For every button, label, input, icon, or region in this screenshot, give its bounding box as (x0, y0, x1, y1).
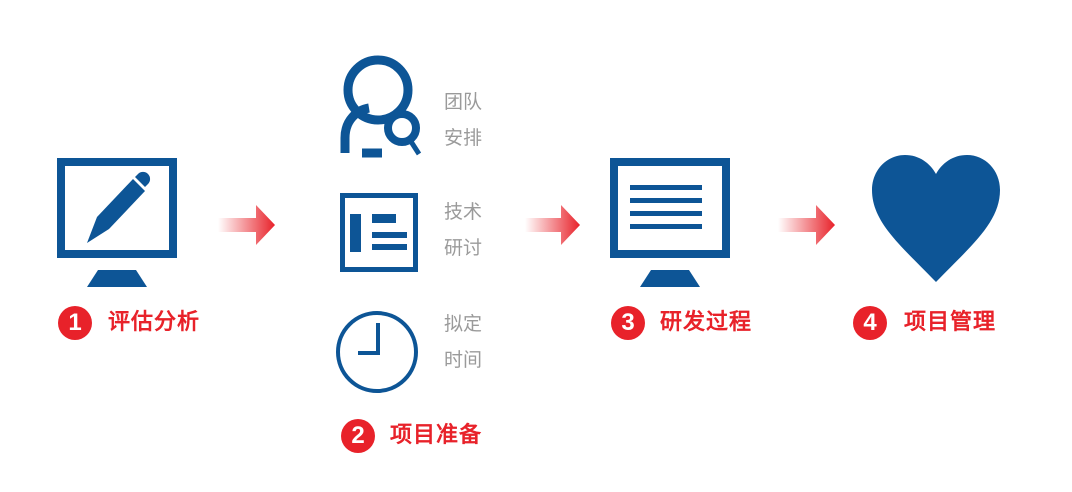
step-label: 项目准备 (390, 423, 483, 448)
person-search-icon (340, 55, 422, 158)
step-number-badge: 4 (853, 306, 887, 340)
monitor-pencil-icon (57, 158, 177, 287)
step-number-badge: 2 (341, 419, 375, 453)
document-icon (340, 193, 418, 272)
monitor-text-icon (610, 158, 730, 287)
arrow-right-icon (525, 205, 580, 245)
step-number-badge: 3 (611, 306, 645, 340)
item-text: 拟定时间 (444, 306, 504, 378)
step-label: 研发过程 (660, 310, 753, 335)
item-line: 安排 (444, 127, 483, 149)
item-line: 研讨 (444, 237, 483, 259)
item-line: 拟定 (444, 313, 483, 335)
step-number-badge: 1 (58, 306, 92, 340)
item-line: 时间 (444, 349, 483, 371)
arrow-right-icon (218, 205, 275, 245)
step-label: 评估分析 (108, 310, 201, 335)
clock-icon (336, 311, 418, 393)
arrow-right-icon (778, 205, 835, 245)
item-text: 团队安排 (444, 84, 504, 156)
item-line: 团队 (444, 91, 483, 113)
step-label: 项目管理 (904, 310, 997, 335)
item-line: 技术 (444, 201, 483, 223)
heart-icon (872, 155, 1000, 282)
item-text: 技术研讨 (444, 194, 504, 266)
